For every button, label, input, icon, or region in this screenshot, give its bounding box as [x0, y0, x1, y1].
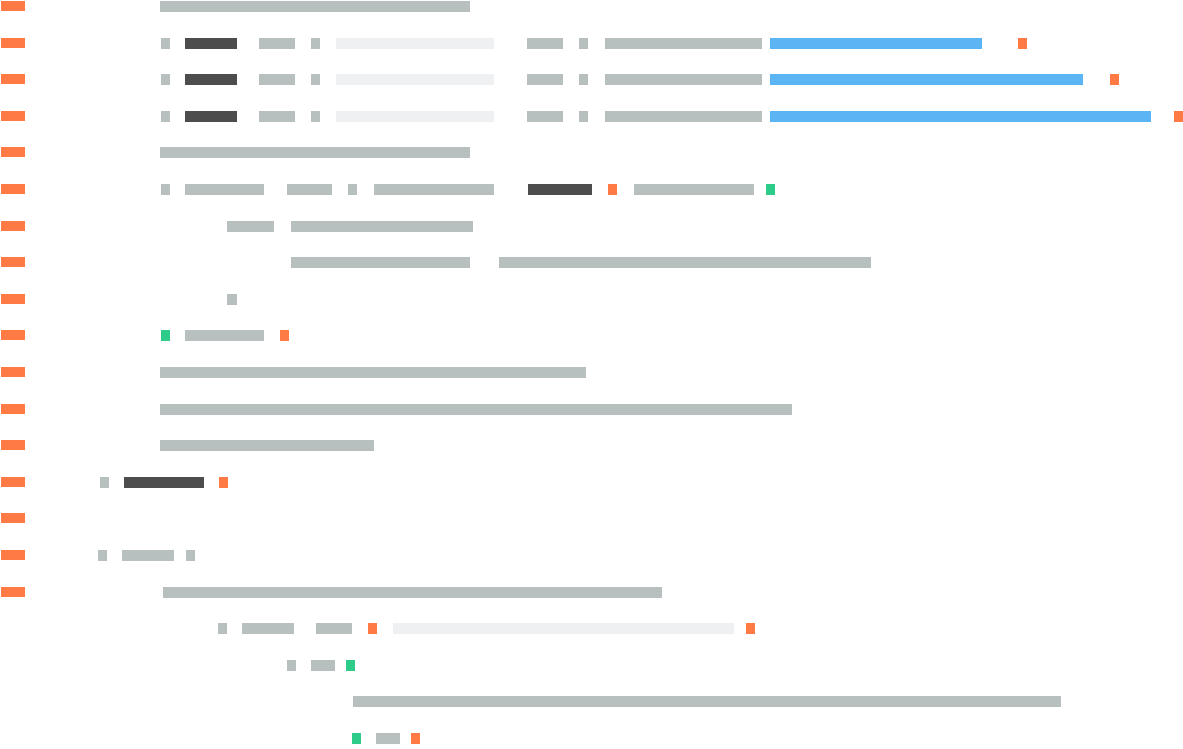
token-text — [161, 37, 170, 49]
token-text — [311, 37, 320, 49]
token-text — [186, 550, 195, 561]
token-text — [161, 110, 170, 122]
line-marker — [1, 367, 25, 377]
line-marker — [1, 330, 25, 341]
token-keyword — [528, 184, 592, 195]
token-text — [218, 623, 227, 635]
line-marker — [1, 257, 25, 268]
token-text — [605, 37, 762, 49]
token-accent-green — [161, 330, 170, 342]
token-accent-orange — [1018, 37, 1027, 49]
line-marker — [1, 476, 25, 487]
token-keyword — [185, 74, 237, 86]
token-keyword — [185, 37, 237, 49]
line-marker — [1, 293, 25, 304]
line-marker — [1, 220, 25, 231]
token-text — [311, 659, 335, 671]
token-keyword — [185, 110, 237, 122]
token-link — [770, 110, 1151, 122]
token-string — [336, 74, 494, 86]
token-text — [348, 184, 357, 195]
token-text — [527, 37, 563, 49]
token-accent-orange — [1174, 110, 1183, 122]
token-text — [100, 476, 109, 488]
token-text — [161, 74, 170, 86]
token-text — [259, 74, 295, 86]
token-text — [242, 623, 294, 635]
token-accent-green — [352, 733, 361, 744]
token-accent-orange — [411, 733, 420, 744]
token-text — [259, 110, 295, 122]
token-link — [770, 37, 982, 49]
token-text — [163, 586, 662, 598]
token-text — [185, 330, 264, 342]
token-text — [634, 184, 754, 195]
line-marker — [1, 513, 25, 524]
token-accent-orange — [280, 330, 289, 342]
token-text — [374, 184, 494, 195]
token-text — [376, 733, 400, 744]
token-text — [227, 293, 237, 305]
token-text — [160, 1, 470, 12]
token-link — [770, 74, 1083, 86]
token-accent-orange — [746, 623, 755, 635]
token-keyword — [124, 476, 204, 488]
token-text — [353, 696, 1061, 708]
token-text — [122, 550, 174, 561]
token-text — [160, 440, 374, 452]
token-text — [291, 220, 473, 232]
token-text — [579, 74, 588, 86]
token-text — [311, 110, 320, 122]
token-text — [227, 220, 274, 232]
token-text — [527, 74, 563, 86]
line-marker — [1, 147, 25, 158]
token-accent-green — [766, 184, 775, 195]
token-text — [579, 37, 588, 49]
token-text — [98, 550, 107, 561]
token-text — [185, 184, 264, 195]
token-string — [336, 110, 494, 122]
line-marker — [1, 440, 25, 451]
token-text — [311, 74, 320, 86]
token-accent-orange — [608, 184, 617, 195]
token-text — [579, 110, 588, 122]
line-marker — [1, 586, 25, 597]
token-text — [259, 37, 295, 49]
token-accent-green — [346, 659, 355, 671]
line-marker — [1, 74, 25, 85]
line-marker — [1, 550, 25, 560]
token-string — [393, 623, 734, 635]
token-accent-orange — [368, 623, 377, 635]
line-marker — [1, 1, 25, 11]
token-text — [287, 184, 332, 195]
token-text — [160, 147, 470, 159]
line-marker — [1, 110, 25, 121]
token-text — [161, 184, 170, 195]
token-string — [336, 37, 494, 49]
token-text — [605, 110, 762, 122]
token-text — [316, 623, 352, 635]
line-marker — [1, 403, 25, 414]
token-text — [160, 403, 792, 415]
token-accent-orange — [1110, 74, 1119, 86]
token-text — [499, 257, 871, 269]
token-text — [160, 367, 586, 378]
line-marker — [1, 37, 25, 48]
token-text — [605, 74, 762, 86]
token-accent-orange — [219, 476, 228, 488]
token-text — [291, 257, 470, 269]
token-text — [287, 659, 296, 671]
line-marker — [1, 184, 25, 194]
token-text — [527, 110, 563, 122]
